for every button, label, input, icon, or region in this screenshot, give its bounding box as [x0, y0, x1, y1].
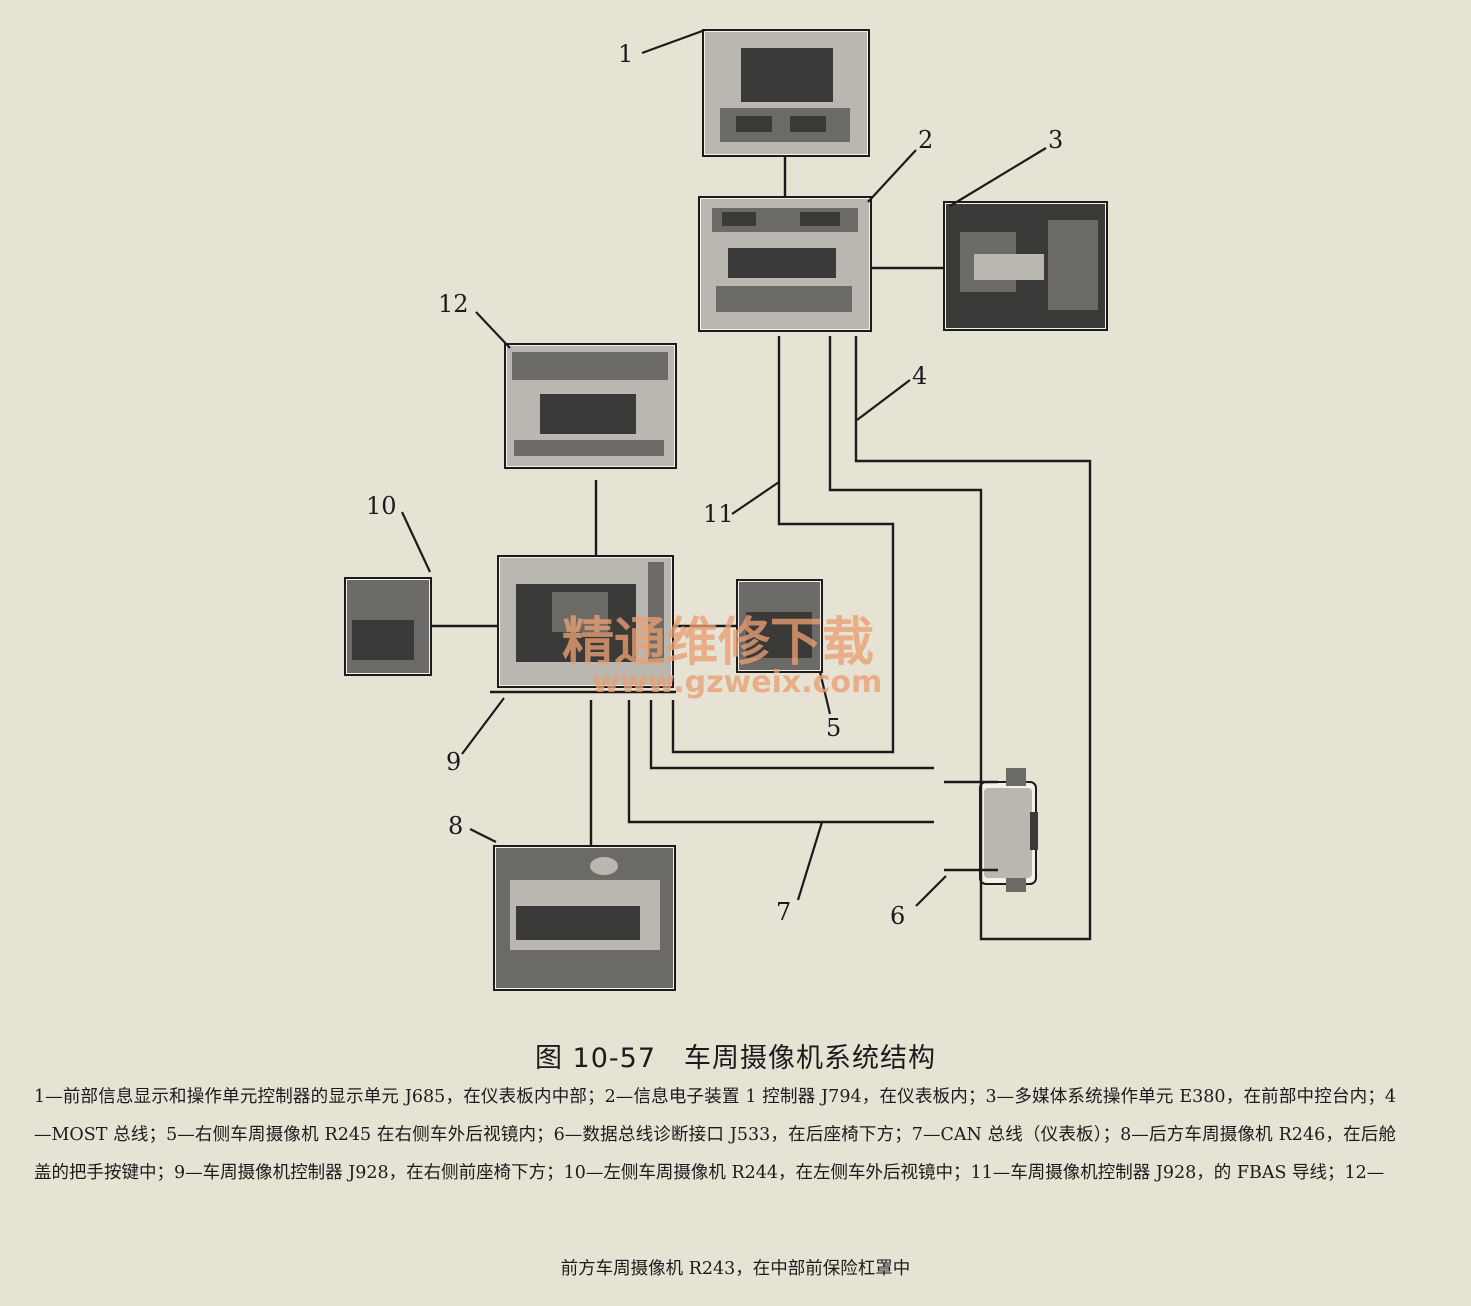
- leader-3: [949, 147, 1047, 207]
- callout-7: 7: [776, 898, 791, 926]
- photo-display-unit-j685: [702, 29, 870, 157]
- photo-diagnostic-interface-j533: [979, 768, 1038, 892]
- photo-rear-camera-r246: [493, 845, 676, 991]
- watermark-url: www.gzweix.com: [592, 665, 882, 700]
- photo-right-camera-r245: [736, 579, 823, 673]
- callout-11: 11: [703, 500, 734, 528]
- leader-5: [818, 671, 832, 715]
- callout-12: 12: [438, 290, 469, 318]
- figure-legend-last-line: 前方车周摄像机 R243，在中部前保险杠罩中: [560, 1259, 911, 1279]
- leader-7: [796, 821, 824, 901]
- figure-caption: 图 10-57 车周摄像机系统结构: [534, 1043, 937, 1074]
- camera-system-diagram: 1 2 3 4 5 6 7 8 9 10 11 12 精通维修下载 www.gz…: [344, 28, 1108, 991]
- wire-can-bus-7b: [627, 700, 934, 824]
- leader-11: [731, 481, 780, 515]
- callout-8: 8: [448, 812, 463, 840]
- callout-6: 6: [890, 902, 905, 930]
- callout-10: 10: [366, 492, 397, 520]
- callout-5: 5: [826, 714, 841, 742]
- callout-2: 2: [918, 126, 933, 154]
- callout-1: 1: [618, 40, 633, 68]
- leader-1: [641, 28, 706, 55]
- leader-6: [915, 875, 947, 907]
- leader-8: [469, 828, 497, 843]
- photo-info-electronics-j794: [698, 196, 872, 332]
- watermark-text: 精通维修下载: [562, 613, 874, 673]
- wire-can-bus-7: [649, 700, 934, 770]
- leader-9: [461, 697, 505, 755]
- leader-4: [856, 379, 911, 421]
- photo-front-camera-r243: [504, 343, 677, 469]
- leader-10: [401, 511, 431, 573]
- callout-4: 4: [912, 362, 927, 390]
- wire-most-bus-4: [828, 336, 1092, 941]
- callout-3: 3: [1048, 126, 1063, 154]
- wire-fbas-11: [671, 336, 895, 754]
- figure-legend: 1—前部信息显示和操作单元控制器的显示单元 J685，在仪表板内中部；2—信息电…: [34, 1087, 1396, 1183]
- photo-multimedia-unit-e380: [943, 201, 1108, 331]
- leader-2: [867, 149, 917, 203]
- photo-left-camera-r244: [344, 577, 432, 676]
- photo-camera-control-j928: [497, 555, 674, 688]
- leader-12: [475, 311, 511, 349]
- callout-9: 9: [446, 748, 461, 776]
